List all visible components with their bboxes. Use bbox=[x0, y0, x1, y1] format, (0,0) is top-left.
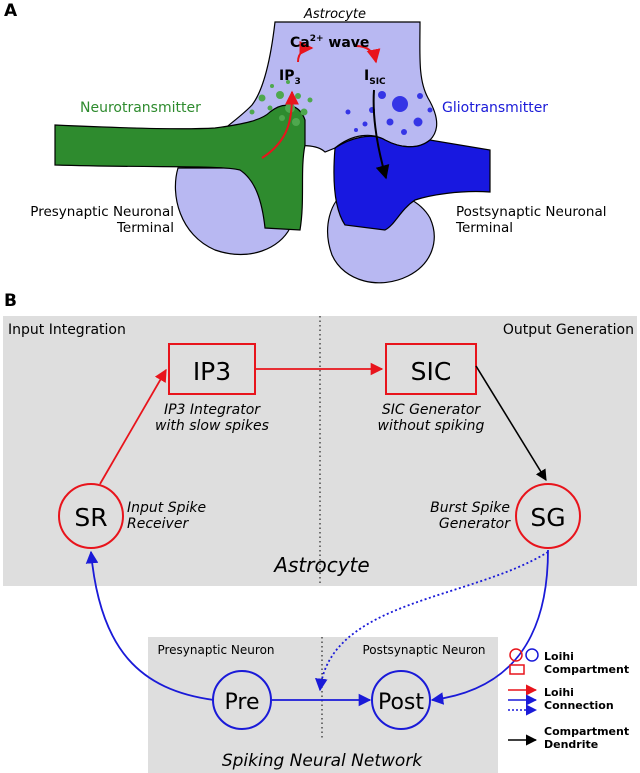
legend-dendrite-2: Dendrite bbox=[544, 738, 598, 751]
post-neuron bbox=[371, 670, 431, 730]
sg-compartment bbox=[515, 483, 581, 549]
postsynaptic-neuron-label: Postsynaptic Neuron bbox=[362, 643, 485, 657]
sr-compartment bbox=[58, 483, 124, 549]
ip3-description-1: IP3 Integrator bbox=[164, 402, 261, 418]
ip3-compartment-box bbox=[168, 343, 256, 395]
ip3-to-ca-wave-arrow bbox=[297, 41, 314, 63]
legend-dendrite-1: Compartment bbox=[544, 725, 629, 738]
presynaptic-terminal-label-1: Presynaptic Neuronal bbox=[30, 204, 174, 220]
legend-blue-circle bbox=[525, 648, 539, 662]
legend: Loihi Compartment Loihi Connection Compa… bbox=[508, 648, 629, 751]
output-generation-label: Output Generation bbox=[503, 322, 634, 338]
sg-to-synapse-dotted-arrow bbox=[315, 551, 549, 692]
postsynaptic-terminal-label-1: Postsynaptic Neuronal bbox=[456, 204, 606, 220]
sr-label: SR bbox=[74, 503, 107, 532]
sr-description-2: Receiver bbox=[127, 516, 189, 532]
legend-connection-1: Loihi bbox=[544, 686, 574, 699]
pre-neuron bbox=[212, 670, 272, 730]
astrocyte-label-a: Astrocyte bbox=[303, 7, 366, 22]
ip3-label-a: IP3 bbox=[279, 68, 301, 87]
presynaptic-neuron-label: Presynaptic Neuron bbox=[157, 643, 274, 657]
pre-to-sr-arrow bbox=[85, 550, 215, 701]
post-label: Post bbox=[378, 690, 424, 715]
sic-description-1: SIC Generator bbox=[382, 402, 482, 418]
sic-to-sg-dendrite-arrow bbox=[475, 365, 547, 481]
sic-box-label: SIC bbox=[411, 357, 452, 386]
legend-connection-2: Connection bbox=[544, 699, 614, 712]
sic-description-2: without spiking bbox=[378, 418, 485, 434]
presynaptic-terminal-label-2: Terminal bbox=[116, 220, 174, 236]
snn-label: Spiking Neural Network bbox=[222, 751, 423, 771]
legend-red-circle bbox=[509, 648, 523, 662]
isic-label-a: ISIC bbox=[364, 68, 386, 87]
legend-red-box bbox=[509, 664, 525, 675]
pre-label: Pre bbox=[225, 690, 260, 715]
panel-a-label: A bbox=[4, 1, 18, 21]
sr-to-ip3-arrow bbox=[99, 368, 167, 485]
ca-wave-to-isic-arrow bbox=[355, 45, 381, 64]
gliotransmitter-label: Gliotransmitter bbox=[442, 100, 548, 116]
ip3-description-2: with slow spikes bbox=[155, 418, 269, 434]
panel-b-label: B bbox=[4, 291, 17, 311]
sg-description-2: Generator bbox=[439, 516, 511, 532]
legend-compartment-1: Loihi bbox=[544, 650, 574, 663]
sic-compartment-box bbox=[385, 343, 477, 395]
sr-description-1: Input Spike bbox=[127, 500, 206, 516]
ca-wave-label: Ca2+ wave bbox=[290, 34, 369, 51]
neurotransmitter-label: Neurotransmitter bbox=[80, 100, 201, 116]
postsynaptic-terminal-label-2: Terminal bbox=[455, 220, 513, 236]
neurotransmitter-to-ip3-arrow bbox=[261, 90, 299, 159]
gliotransmitter-vesicles bbox=[345, 91, 433, 135]
input-integration-label: Input Integration bbox=[8, 322, 126, 338]
ip3-box-label: IP3 bbox=[193, 357, 231, 386]
sg-to-post-arrow bbox=[430, 549, 549, 705]
snn-box bbox=[148, 637, 498, 773]
sg-label: SG bbox=[530, 503, 565, 532]
legend-compartment-2: Compartment bbox=[544, 663, 629, 676]
postsynaptic-axon bbox=[333, 135, 491, 231]
presynaptic-axon bbox=[54, 104, 306, 231]
isic-to-postsynaptic-arrow bbox=[372, 89, 390, 180]
sg-description-1: Burst Spike bbox=[430, 500, 510, 516]
astrocyte-label-b: Astrocyte bbox=[272, 553, 369, 577]
